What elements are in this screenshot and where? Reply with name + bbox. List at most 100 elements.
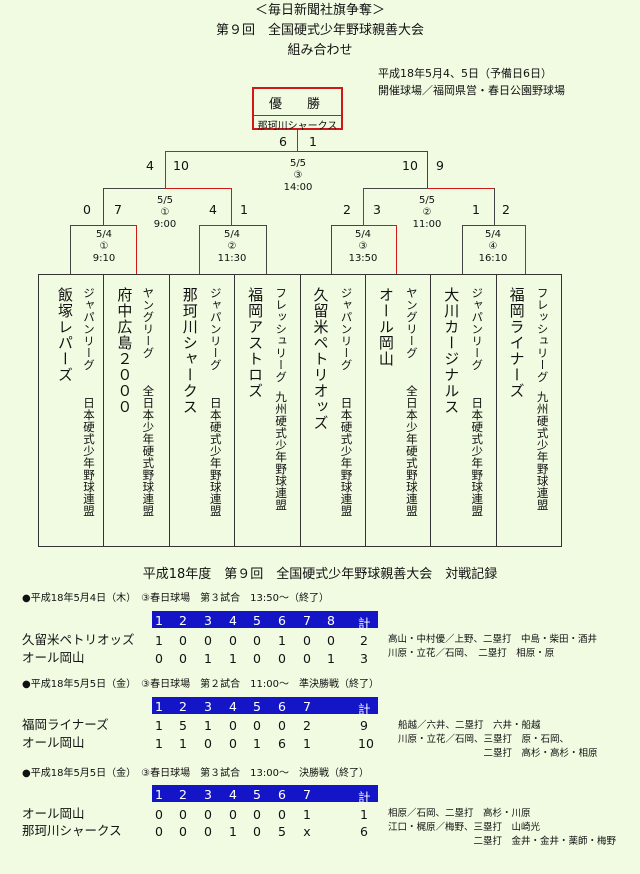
semi1-score-left: 0 bbox=[83, 202, 91, 217]
semi2-right-line bbox=[427, 188, 494, 189]
team-liners: 福岡ライナーズ フレッシュリーグ 九州硬式少年野球連盟 bbox=[497, 275, 561, 546]
final-left-drop bbox=[165, 151, 166, 188]
r1d-right bbox=[494, 225, 525, 226]
r1c-drop-left bbox=[331, 225, 332, 274]
r1b-score-left: 4 bbox=[209, 202, 217, 217]
semi1-winner-score: 10 bbox=[173, 158, 189, 173]
team-league-org: 九州硬式少年野球連盟 bbox=[535, 391, 550, 511]
team-fuchu: 府中広島２０００ ヤングリーグ 全日本少年硬式野球連盟 bbox=[104, 275, 170, 546]
event-date: 平成18年5月4、5日（予備日6日） bbox=[378, 67, 552, 80]
r1c-right bbox=[363, 225, 396, 226]
event-venue: 開催球場／福岡県営・春日公園野球場 bbox=[378, 84, 565, 97]
team-name: 久留米ペトリオッズ bbox=[311, 287, 330, 431]
r1d-drop-right bbox=[525, 225, 526, 274]
team-league: フレッシュリーグ bbox=[274, 287, 289, 383]
team-league: ヤングリーグ bbox=[404, 287, 419, 359]
r1a-drop-left bbox=[70, 225, 71, 274]
game3-info: ●平成18年5月5日（金） ③春日球場 第３試合 13:00～ 決勝戦（終了） bbox=[22, 768, 369, 779]
r1c-left bbox=[331, 225, 363, 226]
game2-team1: 福岡ライナーズ bbox=[22, 717, 109, 732]
final-left-line bbox=[165, 151, 298, 152]
semi2-score-left: 2 bbox=[343, 202, 351, 217]
team-iizuka: 飯塚レパーズ ジャパンリーグ 日本硬式少年野球連盟 bbox=[39, 275, 105, 546]
team-league-org: 日本硬式少年野球連盟 bbox=[339, 397, 354, 517]
champion-team: 那珂川シャークス bbox=[254, 115, 341, 132]
team-name: 那珂川シャークス bbox=[180, 287, 199, 415]
team-league: ジャパンリーグ bbox=[208, 287, 223, 371]
team-league-org: 日本硬式少年野球連盟 bbox=[82, 397, 96, 517]
final-stem bbox=[297, 130, 298, 151]
record-title: 平成18年度 第９回 全国硬式少年野球親善大会 対戦記録 bbox=[142, 567, 498, 582]
team-name: 大川カージナルス bbox=[442, 287, 461, 415]
team-league-org: 全日本少年硬式野球連盟 bbox=[141, 385, 156, 517]
page-title: 第９回 全国硬式少年野球親善大会 bbox=[215, 23, 424, 38]
final-right-line bbox=[298, 151, 427, 152]
game1-info: ●平成18年5月4日（木） ③春日球場 第３試合 13:50～（終了） bbox=[22, 593, 329, 604]
game1-team2: オール岡山 bbox=[22, 650, 85, 665]
team-astros: 福岡アストロズ フレッシュリーグ 九州硬式少年野球連盟 bbox=[235, 275, 301, 546]
team-nakagawa: 那珂川シャークス ジャパンリーグ 日本硬式少年野球連盟 bbox=[170, 275, 236, 546]
game3-team2: 那珂川シャークス bbox=[22, 823, 122, 838]
semi1-right-line bbox=[165, 188, 231, 189]
team-kurume: 久留米ペトリオッズ ジャパンリーグ 日本硬式少年野球連盟 bbox=[301, 275, 366, 546]
final-score-right: 1 bbox=[309, 134, 317, 149]
r1c-drop-right bbox=[396, 225, 397, 274]
r1d-drop-left bbox=[462, 225, 463, 274]
semi1-left-line bbox=[103, 188, 165, 189]
team-league-org: 日本硬式少年野球連盟 bbox=[470, 397, 485, 517]
team-league: ヤングリーグ bbox=[141, 287, 156, 359]
r1b-right bbox=[231, 225, 266, 226]
semi2-winner-score: 10 bbox=[402, 158, 418, 173]
team-name: 福岡アストロズ bbox=[246, 287, 265, 399]
game2-notes: 船越／六井、二塁打 六井・船越川原・立花／石岡、三塁打 原・石岡、 二塁打 高杉… bbox=[398, 720, 598, 759]
team-name: 府中広島２０００ bbox=[115, 287, 134, 415]
semi2-score-right: 3 bbox=[373, 202, 381, 217]
event-subtitle: ＜毎日新聞社旗争奪＞ bbox=[254, 3, 385, 18]
team-name: 福岡ライナーズ bbox=[507, 287, 526, 399]
team-name: 飯塚レパーズ bbox=[56, 287, 74, 383]
r1d-left bbox=[462, 225, 494, 226]
r1b-drop-right bbox=[266, 225, 267, 274]
game1-notes: 高山・中村優／上野、二塁打 中島・柴田・酒井川原・立花／石岡、 二塁打 相原・原 bbox=[388, 634, 598, 659]
game3-notes: 相原／石岡、二塁打 高杉・川原江口・梶原／梅野、三塁打 山崎光 二塁打 金井・金… bbox=[388, 808, 617, 847]
page-heading: 組み合わせ bbox=[287, 43, 353, 58]
team-grid: 飯塚レパーズ ジャパンリーグ 日本硬式少年野球連盟 府中広島２０００ ヤングリー… bbox=[38, 274, 562, 547]
r1d-score-left: 1 bbox=[472, 202, 480, 217]
team-league: ジャパンリーグ bbox=[82, 287, 96, 371]
semi2-team-score: 9 bbox=[436, 158, 444, 173]
r1b-score-right: 1 bbox=[240, 202, 248, 217]
final-right-drop bbox=[427, 151, 428, 188]
semi1-team-score: 4 bbox=[146, 158, 154, 173]
team-league-org: 日本硬式少年野球連盟 bbox=[208, 397, 223, 517]
semi1-right-drop bbox=[231, 188, 232, 225]
champion-box: 優 勝 那珂川シャークス bbox=[252, 87, 343, 132]
semi2-right-drop bbox=[494, 188, 495, 225]
r1a-left bbox=[70, 225, 103, 226]
team-league: フレッシュリーグ bbox=[535, 287, 550, 383]
r1a-right bbox=[103, 225, 136, 226]
r1d-score-right: 2 bbox=[502, 202, 510, 217]
team-okawa: 大川カージナルス ジャパンリーグ 日本硬式少年野球連盟 bbox=[431, 275, 497, 546]
semi1-score-right: 7 bbox=[114, 202, 122, 217]
r1a-drop-right bbox=[136, 225, 137, 274]
game3-team1: オール岡山 bbox=[22, 806, 85, 821]
game2-info: ●平成18年5月5日（金） ③春日球場 第２試合 11:00～ 準決勝戦（終了） bbox=[22, 679, 379, 690]
game1-innings-header: 1 2 3 4 5 6 7 8 計 bbox=[152, 611, 378, 631]
team-name: オール岡山 bbox=[376, 287, 395, 367]
team-league: ジャパンリーグ bbox=[470, 287, 485, 371]
r1b-drop-left bbox=[199, 225, 200, 274]
team-league-org: 九州硬式少年野球連盟 bbox=[274, 391, 289, 511]
team-league-org: 全日本少年硬式野球連盟 bbox=[404, 385, 419, 517]
game2-innings-header: 1 2 3 4 5 6 7 計 bbox=[152, 697, 378, 717]
champion-label: 優 勝 bbox=[268, 97, 326, 112]
game1-team1: 久留米ペトリオッズ bbox=[22, 632, 135, 647]
game2-team2: オール岡山 bbox=[22, 735, 85, 750]
semi1-left-drop bbox=[103, 188, 104, 225]
